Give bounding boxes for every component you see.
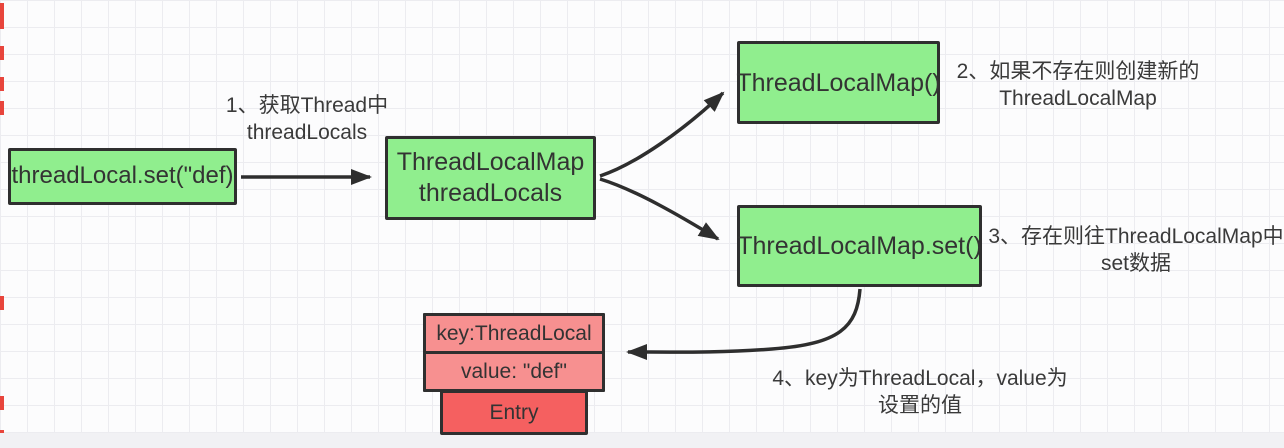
annotation-step4: 4、key为ThreadLocal，value为 设置的值 xyxy=(768,365,1072,420)
node-entry-label: Entry xyxy=(489,400,539,424)
left-edge-artifact xyxy=(0,396,4,410)
node-threadlocalmap-threadlocals: ThreadLocalMap threadLocals xyxy=(385,136,596,220)
annotation-step3: 3、存在则往ThreadLocalMap中 set数据 xyxy=(988,223,1284,278)
annotation-step1-line2: threadLocals xyxy=(246,121,368,145)
entry-value-label: value: "def" xyxy=(461,359,567,383)
left-edge-artifact xyxy=(0,3,4,29)
annotation-step2-line2: ThreadLocalMap xyxy=(999,87,1157,111)
left-edge-artifact xyxy=(0,296,4,310)
node-threadlocalmap-set: ThreadLocalMap.set() xyxy=(737,205,982,287)
annotation-step2: 2、如果不存在则创建新的 ThreadLocalMap xyxy=(946,58,1210,113)
node-threadlocal-set: threadLocal.set("def) xyxy=(8,148,237,205)
node-entry: Entry xyxy=(440,390,588,435)
node-threadlocal-set-label: threadLocal.set("def) xyxy=(11,162,234,190)
node-map-label-line1: ThreadLocalMap xyxy=(396,147,585,176)
annotation-step1-line1: 1、获取Thread中 xyxy=(225,94,389,117)
annotation-step2-line1: 2、如果不存在则创建新的 xyxy=(956,60,1200,83)
annotation-step4-line2: 设置的值 xyxy=(878,394,962,418)
annotation-step1: 1、获取Thread中 threadLocals xyxy=(212,92,402,147)
left-edge-artifact xyxy=(0,101,4,115)
annotation-step3-line2: set数据 xyxy=(1100,252,1171,276)
node-set-label: ThreadLocalMap.set() xyxy=(737,232,982,260)
left-edge-artifact xyxy=(0,77,4,91)
annotation-step3-line1: 3、存在则往ThreadLocalMap中 xyxy=(988,225,1284,248)
annotation-step4-line1: 4、key为ThreadLocal，value为 xyxy=(772,367,1068,390)
entry-key-cell: key:ThreadLocal xyxy=(423,313,605,354)
node-threadlocalmap-constructor: ThreadLocalMap() xyxy=(736,41,941,124)
entry-value-cell: value: "def" xyxy=(423,351,605,392)
entry-key-label: key:ThreadLocal xyxy=(436,321,592,345)
entry-key-value-stack: key:ThreadLocal value: "def" xyxy=(423,313,605,392)
left-edge-artifact xyxy=(0,46,4,60)
node-ctor-label: ThreadLocalMap() xyxy=(736,68,941,97)
node-map-label-line2: threadLocals xyxy=(418,179,563,207)
bottom-window-band xyxy=(0,433,1284,448)
